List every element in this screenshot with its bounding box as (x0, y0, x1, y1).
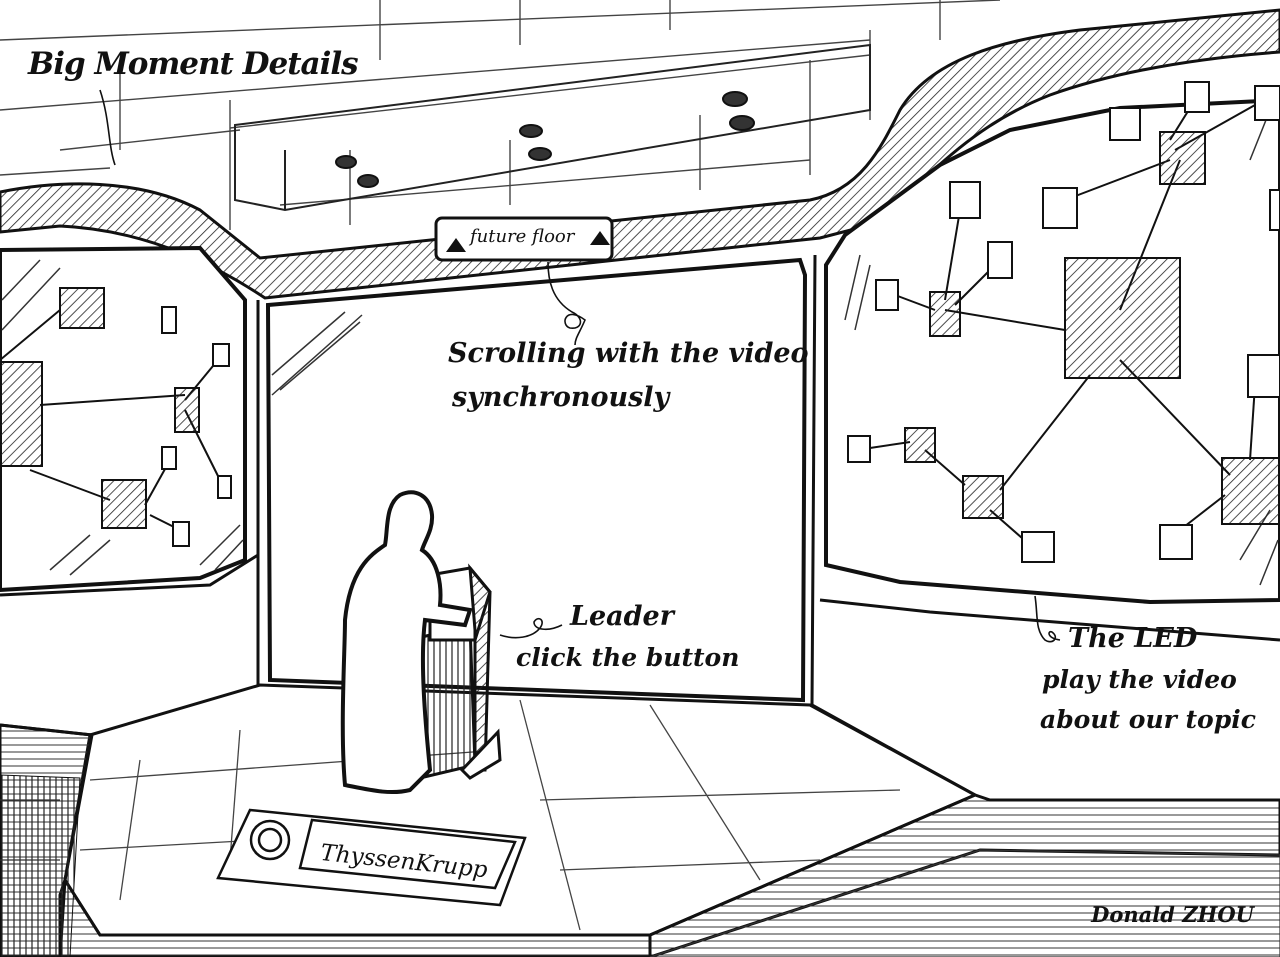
wall-fascia-band (0, 8, 1280, 300)
left-network (0, 287, 232, 547)
led-annotation-line2: play the video (1042, 665, 1237, 694)
annotation-pointers (99, 89, 1061, 643)
drawing-title: Big Moment Details (28, 46, 359, 82)
future-floor-sign (434, 216, 614, 262)
led-annotation-line3: about our topic (1040, 705, 1256, 734)
left-led-screen (0, 245, 247, 593)
leader-annotation-line1: Leader (570, 601, 674, 632)
author-signature: Donald ZHOU (1091, 902, 1254, 927)
right-led-screen (824, 97, 1280, 605)
ceiling-bricks (0, 0, 1001, 230)
ceiling-recess (234, 43, 871, 212)
hall-floor (0, 799, 1280, 957)
led-annotation-line1: The LED (1068, 623, 1198, 654)
floor-logo-plate (216, 808, 527, 907)
scrolling-annotation-line2: synchronously (452, 382, 670, 413)
ceiling-lights (335, 91, 755, 188)
screen-glare (1, 109, 1279, 586)
right-network (847, 81, 1280, 563)
scrolling-annotation-line1: Scrolling with the video (448, 338, 809, 369)
ceiling-sign-text: future floor (470, 226, 575, 247)
stage-floor-tiles (79, 699, 901, 931)
leader-annotation-line2: click the button (516, 643, 740, 672)
leader-figure (340, 490, 473, 795)
